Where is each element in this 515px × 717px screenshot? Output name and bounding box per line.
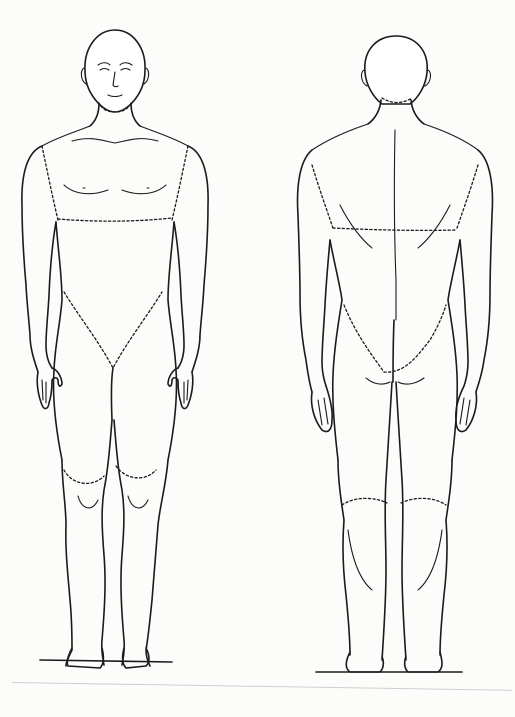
back-trapezius-left [312, 124, 368, 150]
back-trapezius-right [424, 124, 478, 150]
front-leg-left-outer [62, 460, 72, 666]
back-head [365, 36, 427, 104]
back-calf-right [418, 530, 442, 590]
front-leg-right-inner [114, 420, 124, 665]
front-kneecap-left [78, 496, 98, 508]
back-neck-right [411, 100, 424, 124]
front-foot-right [123, 648, 149, 668]
back-knee-left [342, 498, 387, 505]
front-clavicle [72, 139, 158, 143]
back-leg-right-inner [396, 382, 406, 660]
front-leg-right-outer [146, 460, 168, 666]
back-scapula-right [418, 205, 450, 248]
front-shoulder-boundary-right [172, 146, 188, 220]
front-arm-right-outer [188, 146, 208, 372]
front-pectoral-right [122, 185, 166, 194]
front-foot-left [67, 648, 103, 668]
back-leg-left-outer [338, 460, 350, 655]
front-crotch [111, 368, 113, 420]
front-torso-left [53, 222, 62, 460]
front-arm-left-inner [46, 222, 56, 368]
front-hand-left [37, 368, 62, 409]
back-leg-right-outer [440, 460, 452, 655]
front-chest-line [58, 218, 172, 221]
front-pectoral-left [64, 185, 108, 194]
back-arm-right-outer [476, 150, 492, 392]
back-leg-left-inner [382, 382, 392, 660]
back-shoulder-boundary-right [457, 165, 478, 228]
front-shoulder-boundary-left [42, 146, 58, 220]
back-fingers-left [318, 398, 328, 425]
front-knee-right [116, 466, 156, 478]
back-body-figure [298, 36, 493, 672]
back-spine [394, 130, 396, 320]
back-calf-left [348, 530, 372, 590]
front-arm-left-outer [22, 146, 42, 372]
back-arm-right-inner [460, 240, 468, 386]
front-head [85, 30, 145, 112]
back-knee-right [401, 498, 446, 505]
front-neck-right [131, 103, 140, 126]
front-trapezius-right [140, 126, 188, 146]
front-trapezius-left [42, 126, 90, 146]
front-body-figure [22, 30, 208, 668]
front-torso-right [168, 222, 177, 460]
back-fingers-right [460, 398, 470, 425]
front-knee-left [64, 470, 104, 483]
back-shoulder-boundary-left [312, 165, 333, 228]
back-pelvic-v [344, 305, 446, 372]
back-torso-right [448, 240, 460, 460]
front-neck-left [90, 103, 99, 126]
back-gluteal-fold-left [366, 378, 390, 384]
back-gluteal-cleft [393, 320, 394, 382]
back-foot-left [346, 652, 383, 672]
back-foot-right [405, 652, 442, 672]
front-hand-right [168, 368, 193, 409]
back-gluteal-fold-right [398, 378, 424, 384]
back-arm-left-inner [322, 240, 330, 386]
front-arm-right-inner [174, 222, 184, 368]
front-ground-line [40, 660, 172, 662]
front-fingers-left [42, 380, 46, 403]
back-scapula-left [340, 205, 372, 248]
back-neck-left [368, 100, 381, 124]
back-arm-left-outer [298, 150, 312, 392]
front-fingers-right [184, 380, 188, 403]
front-kneecap-right [128, 496, 148, 508]
front-pelvic-v [64, 292, 162, 368]
front-leg-left-inner [102, 420, 112, 665]
